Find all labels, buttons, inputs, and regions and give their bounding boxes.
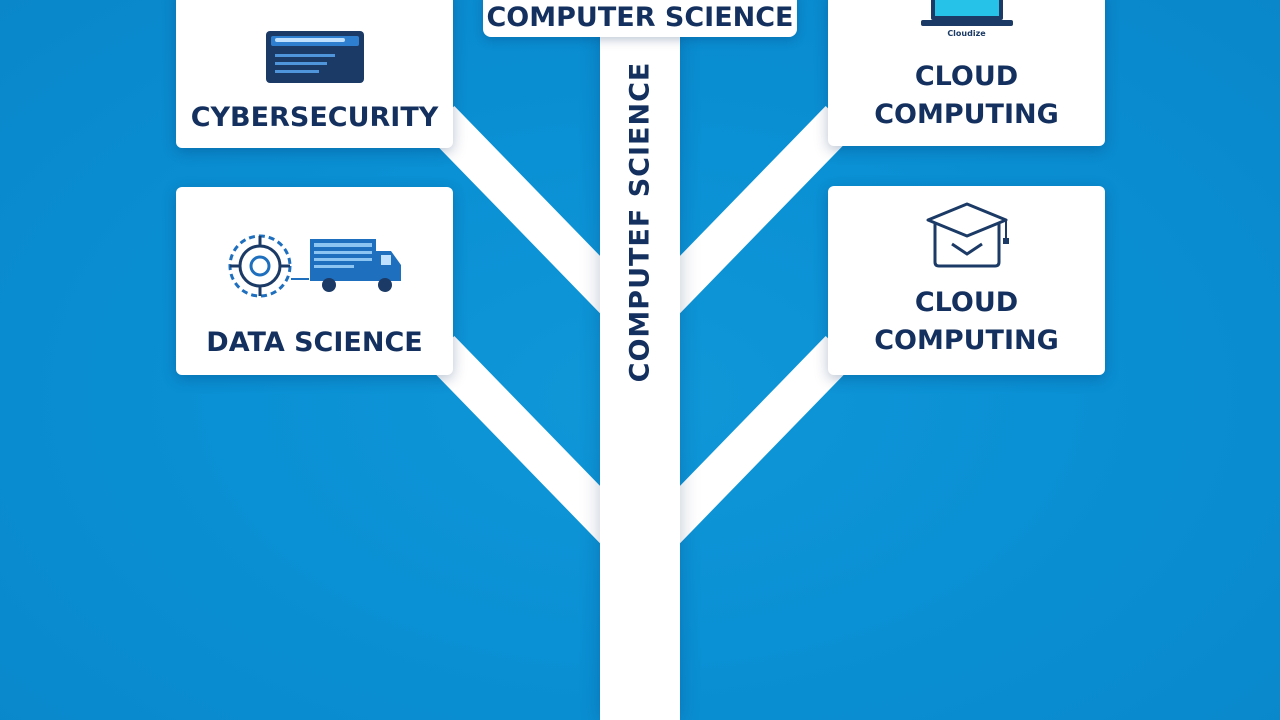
gear-truck-icon bbox=[228, 234, 401, 298]
node-card-cloud-computing-mid: CLOUD COMPUTING bbox=[828, 186, 1105, 375]
node-label-cloud-computing-top: CLOUD COMPUTING bbox=[874, 61, 1059, 130]
laptop-icon bbox=[920, 0, 1013, 26]
node-card-cloud-computing-top: Cloudize CLOUD COMPUTING bbox=[828, 0, 1105, 146]
diagram-title: COMPUTER SCIENCE bbox=[486, 2, 794, 33]
credit-card-icon bbox=[265, 31, 364, 83]
branch-mid-left bbox=[425, 336, 630, 544]
branch-top-left bbox=[425, 106, 630, 314]
node-label-data-science: DATA SCIENCE bbox=[206, 327, 423, 358]
graduation-cap-icon bbox=[926, 202, 1009, 268]
node-card-data-science: DATA SCIENCE bbox=[176, 187, 453, 375]
title-card: COMPUTER SCIENCE bbox=[483, 0, 797, 37]
trunk-label: COMPUTEF SCIENCE bbox=[624, 61, 656, 383]
branch-mid-right bbox=[650, 336, 855, 544]
branch-top-right bbox=[650, 106, 855, 314]
tree-trunk bbox=[600, 30, 680, 720]
node-card-cybersecurity: AI CYBERSECURITY bbox=[176, 0, 453, 148]
laptop-caption: Cloudize bbox=[947, 29, 986, 38]
node-label-cybersecurity: CYBERSECURITY bbox=[190, 102, 439, 133]
node-label-cloud-computing-mid: CLOUD COMPUTING bbox=[874, 287, 1059, 356]
